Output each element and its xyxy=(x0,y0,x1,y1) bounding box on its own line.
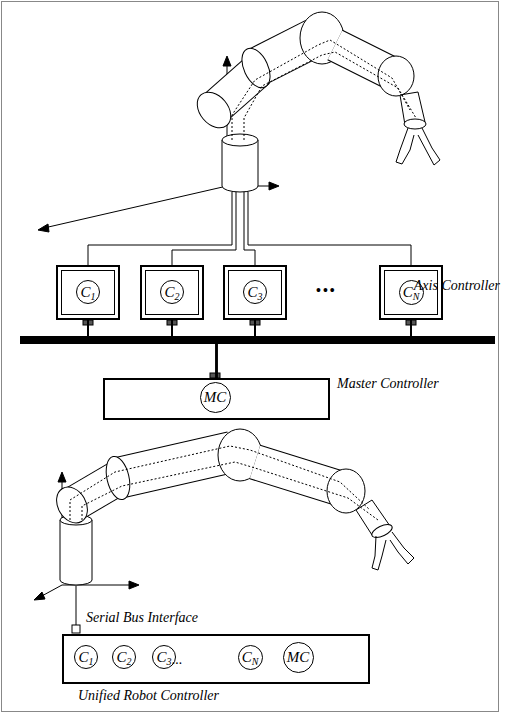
controller-name: C1 xyxy=(78,650,93,665)
controller-circle: C3 xyxy=(243,280,267,304)
controller-name: MC xyxy=(287,650,310,665)
caption-label: Master Controller xyxy=(337,376,439,391)
controller-name: C3 xyxy=(247,285,262,300)
controller-box: C1 C2 C3 CN MC xyxy=(62,634,370,684)
controller-circle: C1 xyxy=(74,645,98,669)
caption-label: Axis Controller xyxy=(414,278,500,293)
controller-name: CN xyxy=(242,650,259,665)
controller-box: C2 xyxy=(140,265,204,320)
controller-circle: C1 xyxy=(76,280,100,304)
controller-circle: C2 xyxy=(160,280,184,304)
controller-name: C1 xyxy=(80,285,95,300)
controller-name: C3 xyxy=(156,650,171,665)
bus-connector xyxy=(217,320,412,378)
controller-box: MC xyxy=(103,378,330,420)
controller-name: C2 xyxy=(164,285,179,300)
controller-name: MC xyxy=(204,390,227,405)
controller-name: C2 xyxy=(116,650,131,665)
controller-box: C3 xyxy=(223,265,287,320)
caption-label: Unified Robot Controller xyxy=(78,688,219,703)
controller-circle: MC xyxy=(200,382,231,413)
caption-label: ••• xyxy=(316,283,337,298)
controller-box: C1 xyxy=(56,265,120,320)
controller-circle: C2 xyxy=(112,645,136,669)
caption-label: ... xyxy=(172,652,183,667)
bus-connector xyxy=(88,320,217,378)
bus-connector xyxy=(172,320,217,378)
caption-label: Serial Bus Interface xyxy=(86,610,198,625)
controller-circle: CN xyxy=(238,645,263,670)
controller-circle: MC xyxy=(283,642,314,673)
bus-connector xyxy=(217,320,256,378)
